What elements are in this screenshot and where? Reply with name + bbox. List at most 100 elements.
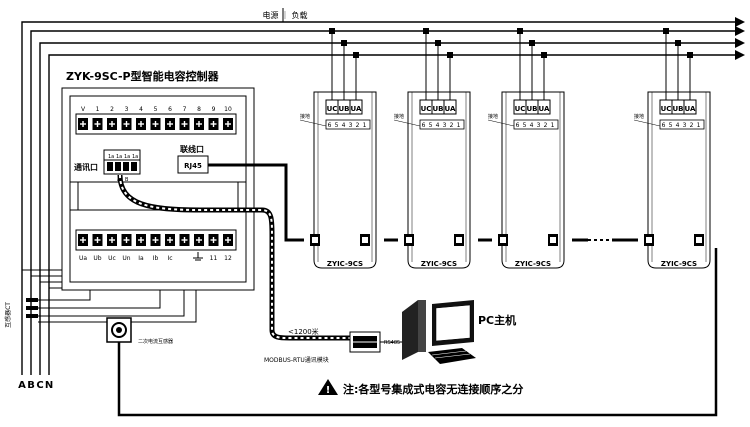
controller-title: ZYK-9SC-P型智能电容控制器 [66, 69, 220, 83]
module-1-pin-1: 6 [328, 122, 332, 129]
ct-left-label: 互感器CT [4, 302, 12, 328]
top-terminal-label-7: 6 [168, 106, 172, 113]
pc-label: PC主机 [478, 313, 516, 327]
module-3-phase-label-1: UC [515, 105, 526, 113]
phase-n-label: N [45, 380, 53, 391]
power-bus [21, 17, 745, 375]
module-3-pin-2: 5 [523, 122, 527, 129]
top-terminal-label-3: 2 [110, 106, 114, 113]
module-1-phase-label-1: UC [327, 105, 338, 113]
module-1-phase-label-3: UA [351, 105, 362, 113]
phase-labels: A B C N [18, 380, 53, 391]
bottom-terminal-label-1: Ua [79, 255, 87, 262]
comm-pin-1: 1a [108, 154, 114, 160]
svg-text:!: ! [326, 385, 331, 396]
module-2-pin-1: 6 [422, 122, 426, 129]
ct-secondary [106, 317, 132, 343]
module-3-pin-5: 2 [544, 122, 548, 129]
warning-icon: ! [318, 379, 338, 396]
comm-pin-2: 1a [116, 154, 122, 160]
top-terminal-label-6: 5 [154, 106, 158, 113]
module-2-pin-5: 2 [450, 122, 454, 129]
top-terminal-label-4: 3 [125, 106, 129, 113]
module-3-pin-6: 1 [551, 122, 555, 129]
cable-comm [117, 174, 350, 341]
module-4-phase-label-1: UC [661, 105, 672, 113]
top-terminal-label-8: 7 [183, 106, 187, 113]
module-4-pin-5: 2 [690, 122, 694, 129]
module-2-pin-4: 3 [443, 122, 447, 129]
comm-pin-3: 1a [124, 154, 130, 160]
link-port-label: 联线口 [180, 144, 204, 154]
comm-pin-letter-b: B [125, 177, 129, 183]
ground-symbol [193, 252, 203, 261]
module-3-phase-label-3: UA [539, 105, 550, 113]
bottom-terminal-label-5: Ia [138, 255, 144, 262]
top-terminal-label-1: V [81, 106, 86, 113]
module-2-phase-label-1: UC [421, 105, 432, 113]
module-1-pin-4: 3 [349, 122, 353, 129]
converter-label: MODBUS-RTU通讯模块 [264, 356, 329, 364]
module-4-pin-1: 6 [662, 122, 666, 129]
module-3-name: ZYIC-9CS [515, 260, 551, 268]
module-3-pin-1: 6 [516, 122, 520, 129]
module-2-name: ZYIC-9CS [421, 260, 457, 268]
top-terminal-label-5: 4 [139, 106, 143, 113]
phase-b-label: B [27, 380, 35, 391]
module-3-pin-3: 4 [530, 122, 534, 129]
module-1-phase-label-2: UB [338, 105, 349, 113]
phase-c-label: C [36, 380, 43, 391]
module-4-pin-2: 5 [669, 122, 673, 129]
module-1-pin-5: 2 [356, 122, 360, 129]
module-2-pin-6: 1 [457, 122, 461, 129]
module-4-phase-label-3: UA [685, 105, 696, 113]
module-3-ground-label: 接地 [488, 113, 498, 120]
top-terminal-label-11: 10 [224, 106, 232, 113]
module-4-phase-label-2: UB [672, 105, 683, 113]
module-1-name: ZYIC-9CS [327, 260, 363, 268]
module-4-pin-6: 1 [697, 122, 701, 129]
comm-pin-4: 1a [132, 154, 138, 160]
module-1-ground-label: 接地 [300, 113, 310, 120]
rj45-label: RJ45 [184, 162, 202, 170]
bus-label: 电源 ｜ 负载 [262, 10, 307, 20]
bottom-terminal-label-10: 11 [210, 255, 218, 262]
module-1-pin-3: 4 [342, 122, 346, 129]
converter-side-label: RS485 [384, 340, 400, 346]
module-4-pin-3: 4 [676, 122, 680, 129]
module-2-pin-3: 4 [436, 122, 440, 129]
ct-secondary-label: 二次电流互感器 [138, 338, 173, 345]
top-terminal-label-9: 8 [197, 106, 201, 113]
module-1-pin-6: 1 [363, 122, 367, 129]
module-2-phase-label-2: UB [432, 105, 443, 113]
bottom-terminal-label-7: Ic [167, 255, 172, 262]
module-3-pin-4: 3 [537, 122, 541, 129]
bottom-terminal-label-3: Uc [108, 255, 116, 262]
phase-a-label: A [18, 380, 26, 391]
module-2-pin-2: 5 [429, 122, 433, 129]
bottom-terminal-label-11: 12 [224, 255, 232, 262]
bottom-terminals: Ua Ub Uc Un Ia Ib Ic 11 12 [78, 234, 233, 262]
top-terminal-label-2: 1 [96, 106, 100, 113]
pc-computer-icon [402, 300, 476, 364]
module-4-ground-label: 接地 [634, 113, 644, 120]
cable-length-label: <1200米 [288, 327, 319, 336]
module-2-ground-label: 接地 [394, 113, 404, 120]
top-terminals: V 1 2 3 4 5 6 7 8 9 10 [78, 106, 233, 130]
bottom-terminal-label-6: Ib [153, 255, 159, 262]
module-2-phase-label-3: UA [445, 105, 456, 113]
comm-port-label: 通讯口 [74, 162, 98, 172]
bottom-terminal-label-2: Ub [93, 255, 101, 262]
module-4-pin-4: 3 [683, 122, 687, 129]
top-terminal-label-10: 9 [212, 106, 216, 113]
module-1-pin-2: 5 [335, 122, 339, 129]
module-4-name: ZYIC-9CS [661, 260, 697, 268]
module-3-phase-label-2: UB [526, 105, 537, 113]
bottom-terminal-label-4: Un [122, 255, 130, 262]
